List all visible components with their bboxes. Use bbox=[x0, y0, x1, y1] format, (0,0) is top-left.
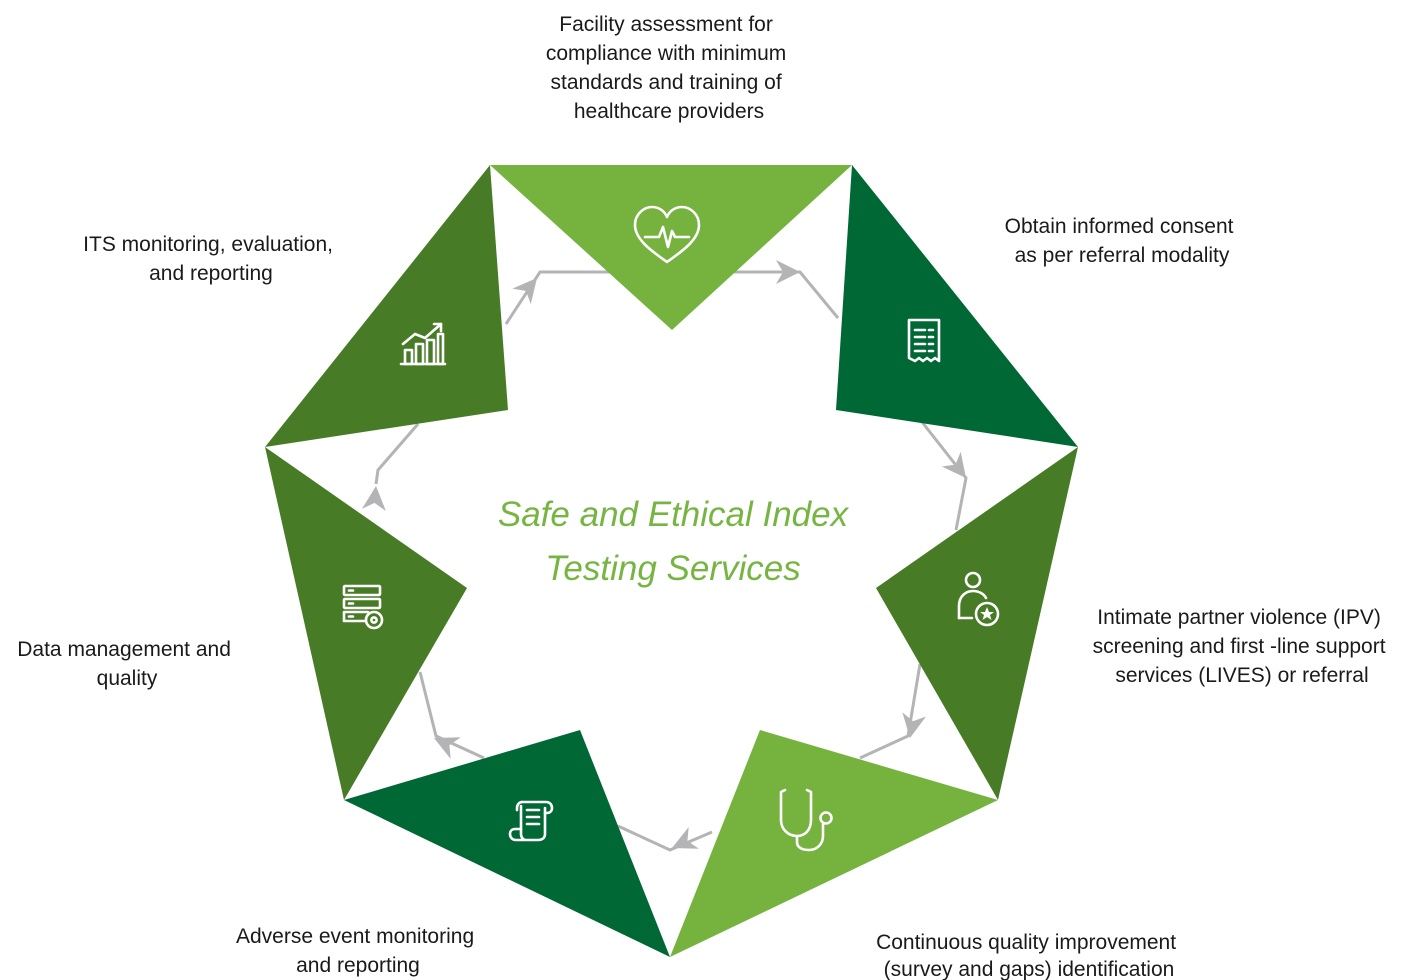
cycle-segments bbox=[265, 165, 1078, 957]
label-facility-assessment: Facility assessment for compliance with … bbox=[546, 13, 792, 123]
stethoscope-icon bbox=[779, 788, 833, 852]
connector-5-6 bbox=[418, 671, 485, 760]
document-icon bbox=[907, 318, 941, 363]
label-adverse-event: Adverse event monitoring and reporting bbox=[236, 925, 480, 977]
center-title-line-1: Safe and Ethical Index bbox=[498, 495, 850, 534]
arrowhead-to-step-6 bbox=[434, 737, 461, 760]
scroll-icon bbox=[508, 800, 554, 842]
heartbeat-icon bbox=[633, 205, 701, 264]
bar-chart-trend-icon bbox=[399, 322, 447, 366]
connector-2-3 bbox=[920, 421, 968, 531]
label-quality-improvement: Continuous quality improvement (survey a… bbox=[876, 931, 1182, 980]
flow-arrowheads bbox=[361, 260, 966, 849]
arrowhead-to-step-5 bbox=[672, 826, 699, 849]
label-data-management: Data management and quality bbox=[17, 638, 236, 690]
connector-6-7 bbox=[374, 423, 420, 485]
segment-quality-improvement bbox=[670, 730, 998, 957]
arrowhead-to-step-3 bbox=[941, 451, 966, 478]
segment-icons bbox=[342, 205, 1000, 852]
arrowhead-to-step-2 bbox=[776, 260, 800, 284]
segment-ipv-screening bbox=[876, 447, 1078, 800]
center-title-line-2: Testing Services bbox=[545, 549, 801, 588]
connector-7-1 bbox=[504, 270, 612, 325]
segment-its-monitoring bbox=[265, 165, 508, 447]
arrowhead-to-step-4 bbox=[902, 712, 926, 738]
label-informed-consent: Obtain informed consent as per referral … bbox=[1005, 215, 1240, 267]
label-ipv-screening: Intimate partner violence (IPV) screenin… bbox=[1093, 606, 1392, 687]
segment-facility-assessment bbox=[490, 165, 852, 330]
arrowhead-to-step-1 bbox=[512, 278, 537, 305]
center-title: Safe and Ethical Index Testing Services bbox=[498, 495, 850, 588]
step-labels: Facility assessment for compliance with … bbox=[17, 13, 1392, 980]
segment-informed-consent bbox=[836, 165, 1078, 447]
person-star-icon bbox=[957, 571, 1000, 627]
arrowhead-to-step-7 bbox=[361, 486, 386, 511]
server-gear-icon bbox=[342, 584, 384, 630]
connector-3-4 bbox=[859, 663, 922, 760]
segment-adverse-event bbox=[344, 730, 670, 957]
label-its-monitoring: ITS monitoring, evaluation, and reportin… bbox=[83, 233, 339, 285]
connector-4-5 bbox=[617, 824, 713, 852]
